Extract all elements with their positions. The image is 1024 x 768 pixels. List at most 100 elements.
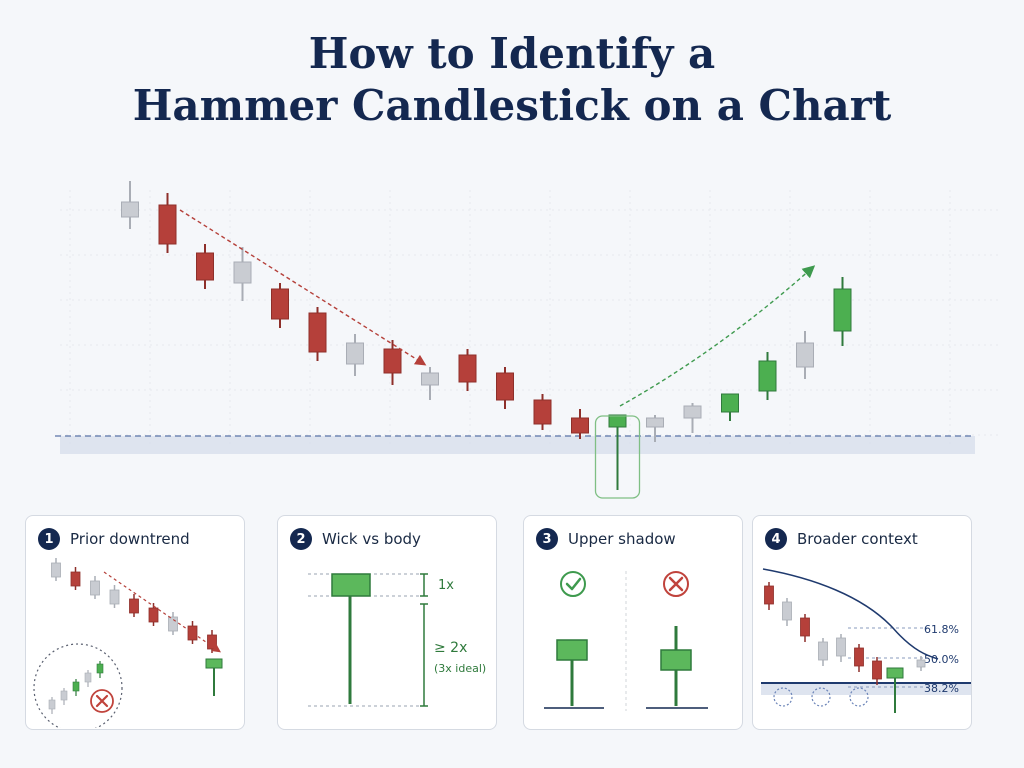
candle-body	[271, 288, 289, 320]
step-number-badge: 1	[38, 528, 60, 550]
prior-downtrend-diagram	[33, 558, 223, 728]
card-header: 1 Prior downtrend	[38, 528, 190, 550]
step-number-badge: 2	[290, 528, 312, 550]
card-upper-shadow: 3 Upper shadow	[523, 515, 743, 730]
mini-candle-body	[187, 625, 198, 641]
mini-candle-body	[70, 571, 81, 587]
uptrend-mini-body	[60, 690, 68, 701]
mini-candle	[109, 585, 120, 608]
candle-body	[421, 372, 439, 386]
card-header: 4 Broader context	[765, 528, 918, 550]
hammer-body	[331, 573, 371, 597]
card-title: Wick vs body	[322, 530, 421, 548]
candle-body	[758, 360, 777, 392]
support-touch-marker	[811, 687, 831, 707]
rejected-context-circle	[33, 643, 123, 728]
candle-body	[496, 372, 514, 401]
title-line-1: How to Identify a	[308, 29, 716, 78]
candle	[646, 415, 664, 442]
mini-candle-body	[51, 562, 61, 578]
candle	[346, 334, 364, 376]
candle-body	[458, 354, 477, 383]
candle	[533, 394, 552, 430]
hammer-body	[205, 658, 223, 669]
fib-label-382: 38.2%	[924, 682, 959, 695]
step-number-badge: 4	[765, 528, 787, 550]
candle	[571, 409, 589, 439]
body-ratio-label: 1x	[438, 578, 454, 593]
moving-average-curve	[762, 568, 939, 660]
mini-candle-body	[168, 616, 178, 632]
mini-candle-body	[916, 659, 926, 668]
candle-body	[608, 414, 627, 428]
fib-label-500: 50.0%	[924, 653, 959, 666]
card-header: 2 Wick vs body	[290, 528, 421, 550]
mini-candle	[70, 567, 81, 590]
support-touch-marker	[849, 687, 869, 707]
candle-body	[721, 393, 739, 413]
check-icon	[560, 571, 586, 597]
card-wick-vs-body: 2 Wick vs body 1x ≥ 2x (3x ideal)	[277, 515, 497, 730]
candle	[683, 403, 702, 433]
candle	[308, 307, 327, 361]
candle	[233, 247, 252, 301]
uptrend-mini-body	[84, 672, 92, 683]
candle	[458, 349, 477, 391]
candle-body	[308, 312, 327, 353]
uptrend-mini-body	[48, 699, 56, 710]
card-title: Upper shadow	[568, 530, 676, 548]
candle	[271, 283, 289, 328]
ideal-ratio-label: (3x ideal)	[434, 662, 486, 675]
step-number-badge: 3	[536, 528, 558, 550]
card-prior-downtrend: 1 Prior downtrend	[25, 515, 245, 730]
candle-body	[158, 204, 177, 245]
mini-candle-body	[764, 585, 774, 605]
mini-candle	[207, 630, 217, 653]
cross-icon-mark	[95, 694, 109, 708]
mini-candle-body	[818, 641, 828, 661]
hammer-candle	[608, 414, 627, 490]
mini-candle-body	[836, 637, 846, 657]
bad-candle-body	[660, 649, 692, 671]
candle-body	[683, 405, 702, 419]
candle-body	[121, 201, 139, 218]
mini-candle-body	[90, 580, 100, 596]
support-band	[60, 436, 975, 454]
candle	[121, 181, 139, 229]
mini-candle-body	[109, 589, 120, 605]
main-candlestick-chart	[55, 181, 1000, 499]
uptrend-arrow	[619, 265, 816, 407]
wick-ratio-label: ≥ 2x	[434, 640, 467, 656]
mini-candle	[148, 603, 159, 626]
mini-candle	[129, 594, 139, 617]
card-broader-context: 4 Broader context 61.8% 50.0% 38.2%	[752, 515, 972, 730]
candle-body	[833, 288, 852, 332]
uptrend-mini-body	[72, 681, 80, 692]
mini-candle	[51, 558, 61, 581]
good-hammer-body	[556, 639, 588, 661]
mini-candle	[168, 612, 178, 635]
candle	[496, 367, 514, 409]
candle-body	[233, 261, 252, 284]
fib-label-618: 61.8%	[924, 623, 959, 636]
mini-candle	[187, 621, 198, 644]
mini-candle-body	[872, 660, 882, 680]
cross-icon	[663, 571, 689, 597]
hammer-highlight-box	[594, 415, 641, 499]
candle	[383, 340, 402, 385]
candle-body	[196, 252, 214, 281]
candle	[796, 331, 814, 379]
mini-candle-body	[148, 607, 159, 623]
mini-candle-body	[207, 634, 217, 650]
candle-body	[646, 417, 664, 428]
mini-candle-body	[854, 647, 864, 667]
cross-icon	[90, 689, 114, 713]
broader-context-diagram: 61.8% 50.0% 38.2%	[761, 568, 971, 713]
downtrend-arrow	[179, 209, 427, 366]
title-line-2: Hammer Candlestick on a Chart	[132, 81, 892, 130]
downtrend-arrow	[103, 571, 221, 653]
candle-body	[796, 342, 814, 368]
candle-body	[571, 417, 589, 434]
candle	[758, 352, 777, 400]
mini-candle-body	[782, 601, 792, 621]
